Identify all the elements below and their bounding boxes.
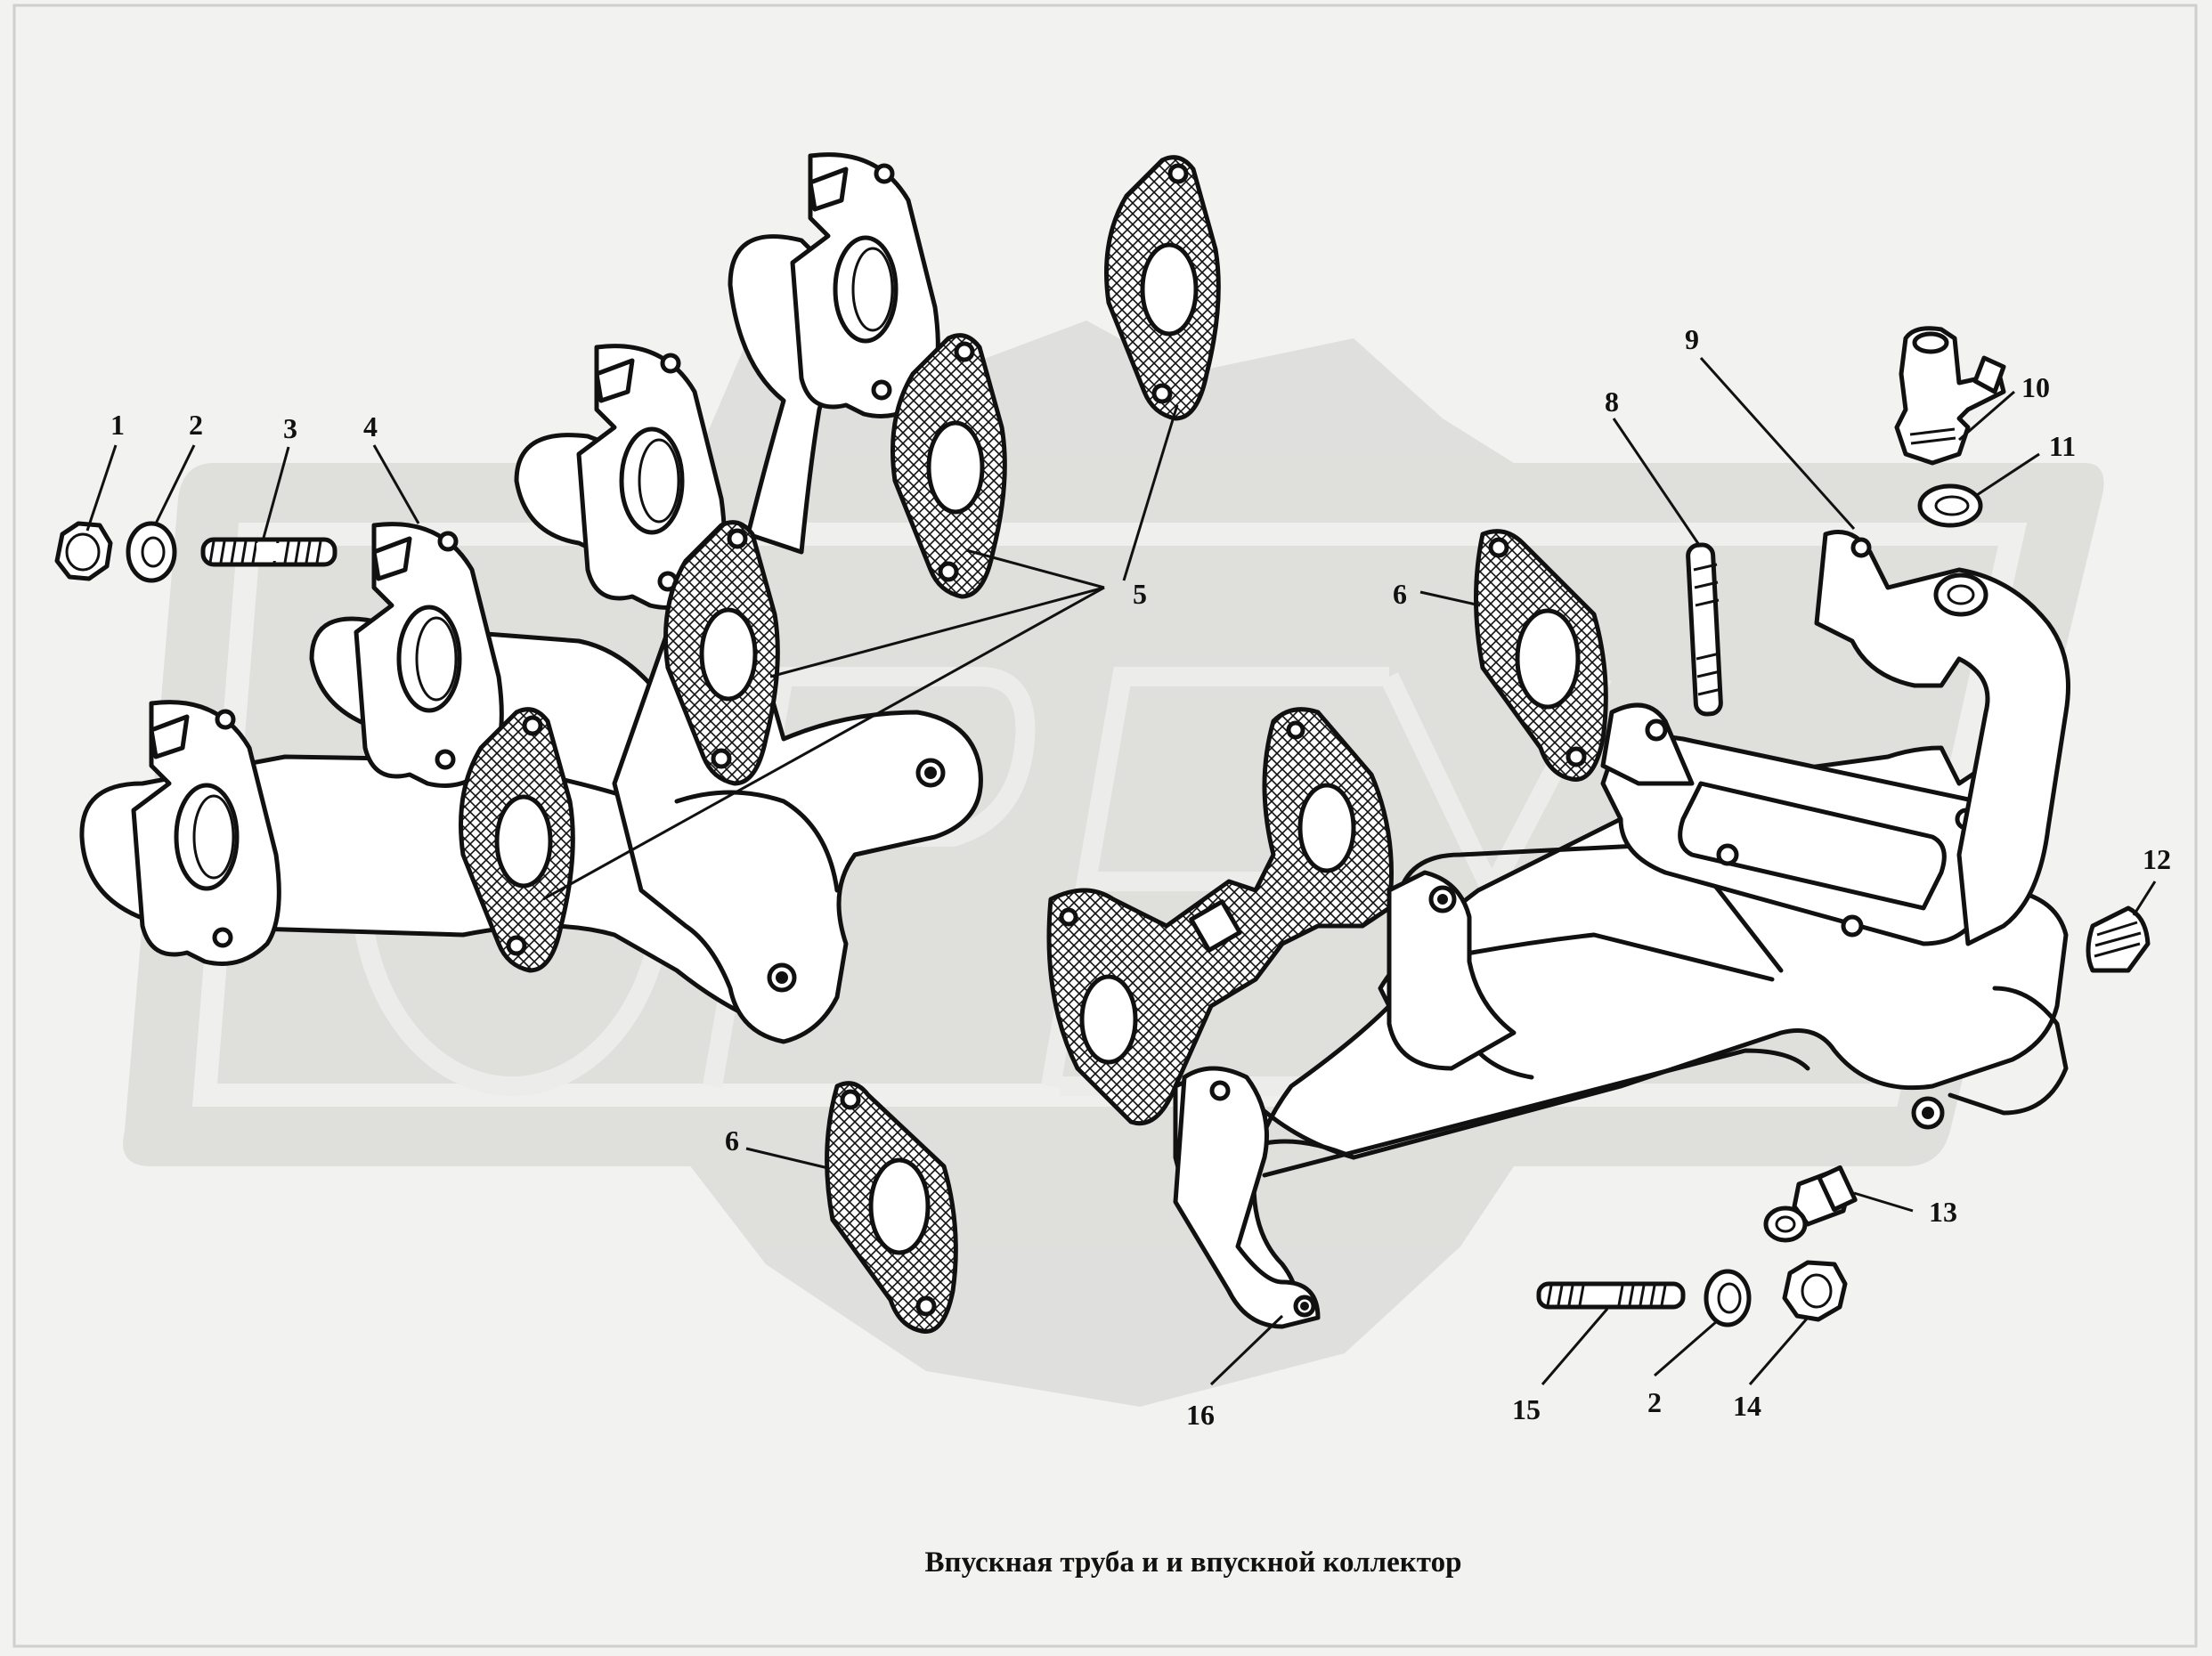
plug-part-12 bbox=[2086, 905, 2151, 973]
callout-6-lower: 6 bbox=[725, 1124, 739, 1157]
leader-lines bbox=[85, 356, 2157, 1386]
callout-2-upper: 2 bbox=[189, 409, 203, 441]
callout-1: 1 bbox=[110, 409, 125, 441]
callout-15: 15 bbox=[1512, 1393, 1541, 1425]
figure-caption: Впускная труба и и впускной коллектор bbox=[925, 1546, 1462, 1579]
callout-12: 12 bbox=[2143, 843, 2171, 875]
nut-part-14 bbox=[1782, 1260, 1848, 1322]
stud-part-3 bbox=[200, 537, 337, 567]
callout-4: 4 bbox=[363, 410, 378, 442]
intake-pipe-flange-2 bbox=[354, 522, 504, 788]
gasket-part-6-lower bbox=[825, 1081, 958, 1334]
fitting-part-10 bbox=[1894, 326, 2006, 466]
bolt-part-13 bbox=[1763, 1165, 1858, 1243]
gasket-part-6-upper bbox=[1474, 529, 1608, 782]
stud-part-8 bbox=[1686, 542, 1723, 717]
callout-6-upper: 6 bbox=[1393, 578, 1407, 610]
callout-11: 11 bbox=[2049, 430, 2076, 462]
callout-5: 5 bbox=[1133, 578, 1147, 610]
callout-13: 13 bbox=[1929, 1196, 1957, 1228]
callout-10: 10 bbox=[2021, 371, 2050, 403]
callout-9: 9 bbox=[1685, 323, 1699, 355]
intake-pipe-flange-4 bbox=[790, 152, 940, 418]
washer-part-2-lower bbox=[1704, 1269, 1752, 1327]
intake-manifold-body bbox=[1173, 530, 2070, 1329]
callout-8: 8 bbox=[1605, 386, 1619, 418]
gasket-part-5d bbox=[1104, 155, 1221, 421]
intake-pipe-flange-3 bbox=[576, 344, 727, 610]
stud-part-15 bbox=[1536, 1281, 1686, 1310]
gasket-part-5a bbox=[459, 707, 575, 973]
gasket-part-5b bbox=[663, 520, 780, 786]
washer-part-11 bbox=[1917, 483, 1983, 528]
callout-3: 3 bbox=[283, 412, 297, 444]
callout-16: 16 bbox=[1186, 1399, 1215, 1431]
callout-14: 14 bbox=[1733, 1390, 1761, 1422]
callout-2-lower: 2 bbox=[1647, 1386, 1662, 1418]
gasket-part-5c bbox=[890, 333, 1007, 599]
intake-pipe-flange-1 bbox=[131, 700, 281, 966]
callout-labels: 1 2 3 4 5 6 6 8 9 10 11 12 13 14 15 16 2 bbox=[110, 323, 2171, 1431]
manifold-gasket bbox=[1046, 707, 1394, 1125]
nut-part-1 bbox=[54, 521, 113, 581]
washer-part-2 bbox=[126, 521, 177, 583]
page-frame bbox=[12, 4, 2198, 1648]
